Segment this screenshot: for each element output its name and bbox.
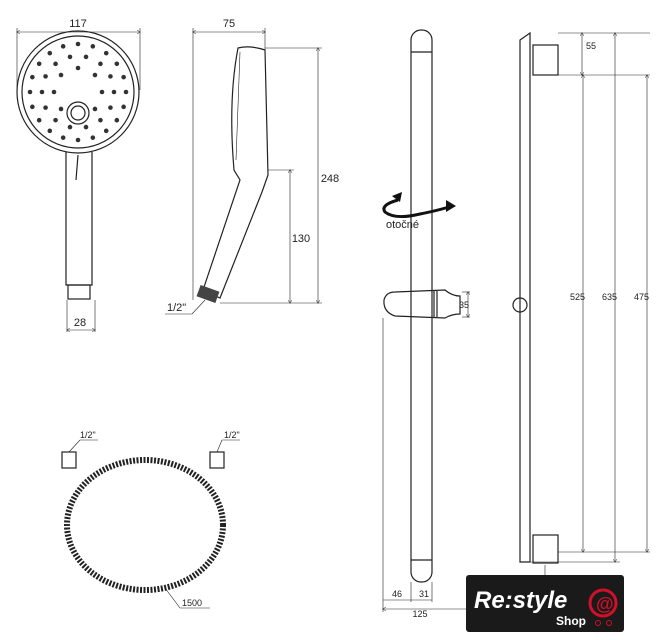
nozzle-hole xyxy=(92,106,98,112)
offset-dimension: 46 xyxy=(392,589,402,599)
width-dimension: 117 xyxy=(69,18,87,30)
connector-dimension: 28 xyxy=(74,317,86,329)
holder-dimension: 35 xyxy=(459,300,469,310)
nozzle-hole xyxy=(67,54,73,60)
nozzle-hole xyxy=(98,117,103,123)
thread-left-label: 1/2" xyxy=(80,430,96,440)
depth-dimension: 125 xyxy=(412,609,427,619)
nozzle-hole xyxy=(36,61,42,67)
handle-dimension: 130 xyxy=(292,233,310,245)
nozzle-hole xyxy=(121,104,126,110)
nozzle-hole xyxy=(30,104,35,110)
nozzle-hole xyxy=(75,41,81,47)
nozzle-hole xyxy=(92,72,98,78)
nozzle-hole xyxy=(121,74,126,80)
nozzle-hole xyxy=(47,50,53,56)
nozzle-hole xyxy=(90,44,96,49)
nozzle-hole xyxy=(43,105,48,110)
diameter-dimension: 31 xyxy=(419,589,429,599)
nozzle-hole xyxy=(75,137,81,143)
rotation-label: otočné xyxy=(386,219,419,231)
nozzle-hole xyxy=(75,65,81,71)
svg-text:Re:style: Re:style xyxy=(474,587,567,614)
shower-head-side-view: 75 248 130 1/2" xyxy=(165,18,339,315)
nozzle-hole xyxy=(47,128,53,134)
nozzle-hole xyxy=(123,89,129,95)
nozzle-hole xyxy=(43,74,48,79)
nozzle-hole xyxy=(27,89,33,95)
thread-label: 1/2" xyxy=(167,302,186,314)
nozzle-hole xyxy=(39,89,45,95)
nozzle-hole xyxy=(58,106,64,112)
nozzle-hole xyxy=(114,117,120,123)
nozzle-hole xyxy=(60,135,66,140)
hose-drawing: 1/2" 1/2" 1500 xyxy=(61,430,240,609)
nozzle-hole xyxy=(36,117,42,123)
nozzle-hole xyxy=(111,89,117,95)
length-dimension: 635 xyxy=(602,292,617,302)
svg-text:@: @ xyxy=(596,594,614,614)
rail-front-view: otočné 35 46 31 125 xyxy=(383,29,545,619)
nozzle-hole xyxy=(83,54,89,60)
nozzle-hole xyxy=(98,61,103,67)
nozzle-hole xyxy=(30,74,35,80)
shower-head-front-view: 117 28 xyxy=(16,18,140,332)
length-label: 1500 xyxy=(182,598,202,608)
nozzle-hole xyxy=(83,124,89,130)
nozzle-hole xyxy=(58,72,64,78)
bracket-dimension: 55 xyxy=(586,41,596,51)
nozzle-hole xyxy=(103,50,109,56)
nozzle-hole xyxy=(90,135,96,140)
length-dimension: 248 xyxy=(321,173,339,185)
restyle-shop-logo: Re:style Shop @ xyxy=(466,575,624,632)
nozzle-hole xyxy=(99,89,105,95)
nozzle-hole xyxy=(108,74,113,79)
holder-dimension: 475 xyxy=(634,292,649,302)
nozzle-hole xyxy=(53,61,58,67)
nozzle-hole xyxy=(108,105,113,110)
svg-text:Shop: Shop xyxy=(556,614,586,628)
thread-right-label: 1/2" xyxy=(224,430,240,440)
nozzle-hole xyxy=(103,128,109,134)
nozzle-hole xyxy=(114,61,120,67)
rail-side-view: 55 525 635 475 xyxy=(512,31,650,564)
depth-dimension: 75 xyxy=(223,18,235,30)
spacing-dimension: 525 xyxy=(570,292,585,302)
nozzle-hole xyxy=(67,124,73,130)
nozzle-hole xyxy=(60,44,66,49)
nozzle-hole xyxy=(53,117,58,123)
nozzle-hole xyxy=(51,89,57,95)
